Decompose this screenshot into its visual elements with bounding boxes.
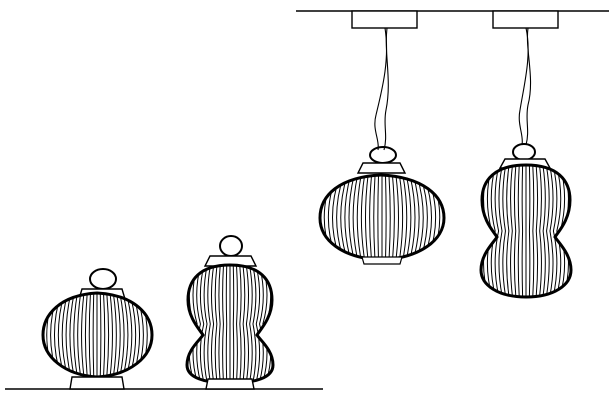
rib-line [218,265,222,383]
ribbed-body [41,291,154,379]
rib-line [196,265,203,383]
rib-line [388,175,391,260]
rib-line [112,293,117,377]
suspension-cable-2 [525,27,532,146]
handle-ring [369,146,397,164]
rib-line [377,175,380,260]
handle-ring [219,235,243,257]
pendant-lamp-double [479,10,573,299]
rib-line [398,175,404,260]
top-cap [356,162,407,174]
rib-line [88,293,92,377]
ceiling-canopy [492,10,559,29]
rib-line [99,293,102,377]
rib-line [225,265,228,383]
rib-line [541,165,546,297]
suspension-cable-2 [383,27,389,151]
rib-line [521,165,524,297]
handle-ring [89,268,117,290]
rib-line [365,175,369,260]
rib-line [506,165,511,297]
rib-line [532,165,535,297]
suspension-cable [518,27,529,146]
rib-line [261,265,268,383]
rib-line [92,293,95,377]
rib-line [490,165,497,297]
rib-line [384,175,387,260]
rib-line [106,293,110,377]
rib-line [551,165,558,297]
rib-line [245,265,249,383]
rib-line [242,265,246,383]
rib-line [109,293,113,377]
rib-line [538,165,542,297]
rib-line [405,175,412,260]
rib-line [401,175,408,260]
rib-line [352,175,359,260]
rib-line [102,293,106,377]
rib-line [192,265,199,383]
rib-line [115,293,121,377]
bottom-cap [361,256,403,265]
ribbed-body [185,263,275,385]
rib-line [84,293,88,377]
base [205,378,255,390]
ribbed-body [318,173,446,262]
handle-ring [512,143,536,161]
rib-line [222,265,225,383]
rib-line [69,293,76,377]
rib-line [494,165,501,297]
rib-line [238,265,242,383]
rib-line [360,175,366,260]
rib-line [369,175,373,260]
rib-line [513,165,517,297]
rib-line [211,265,215,383]
rib-line [555,165,562,297]
rib-line [356,175,363,260]
rib-line [502,165,507,297]
rib-line [408,175,416,260]
rib-line [510,165,514,297]
pendant-lamp-round [318,10,446,265]
rib-line [251,265,257,383]
rib-line [81,293,85,377]
rib-line [203,265,209,383]
table-lamp-double [185,235,275,390]
ceiling-canopy [351,10,418,29]
rib-line [373,175,376,260]
rib-line [232,265,235,383]
rib-line [257,265,264,383]
top-cap [203,255,258,267]
rib-line [545,165,550,297]
table-lamp-round [41,268,154,390]
rib-line [535,165,539,297]
rib-line [517,165,520,297]
rib-line [348,175,356,260]
rib-line [77,293,82,377]
rib-line [118,293,125,377]
suspension-cable [374,27,388,151]
ribbed-body [479,163,573,299]
rib-line [199,265,206,383]
rib-line [498,165,504,297]
rib-line [548,165,554,297]
rib-line [391,175,395,260]
rib-line [214,265,218,383]
base [69,376,125,390]
rib-line [207,265,212,383]
rib-line [528,165,531,297]
rib-line [254,265,261,383]
rib-line [248,265,253,383]
rib-line [395,175,399,260]
rib-line [73,293,79,377]
rib-line [235,265,238,383]
